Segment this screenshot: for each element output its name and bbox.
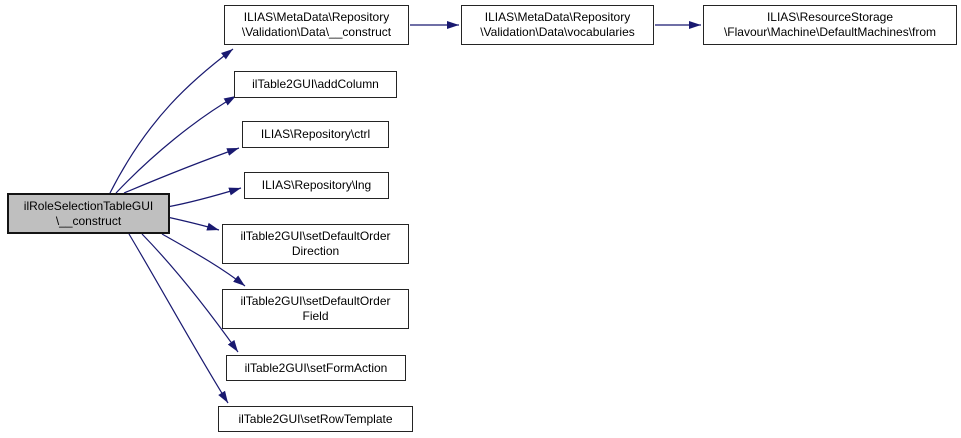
node-metadata-validation-data-vocabularies[interactable]: ILIAS\MetaData\Repository \Validation\Da… <box>461 5 654 45</box>
node-resource-storage-default-machines-from-label: ILIAS\ResourceStorage \Flavour\Machine\D… <box>723 10 937 39</box>
node-ilias-repository-lng-label: ILIAS\Repository\lng <box>261 178 372 192</box>
edge-main-ctrl <box>123 147 240 194</box>
node-iltable2gui-set-default-order-field-label: ilTable2GUI\setDefaultOrder Field <box>240 294 391 323</box>
node-resource-storage-default-machines-from[interactable]: ILIAS\ResourceStorage \Flavour\Machine\D… <box>703 5 957 45</box>
node-ilias-repository-ctrl[interactable]: ILIAS\Repository\ctrl <box>242 121 389 148</box>
node-metadata-validation-data-vocabularies-label: ILIAS\MetaData\Repository \Validation\Da… <box>480 10 635 39</box>
edge-main-add-column <box>115 95 237 194</box>
node-metadata-validation-data-construct[interactable]: ILIAS\MetaData\Repository \Validation\Da… <box>224 5 409 45</box>
node-ilias-repository-ctrl-label: ILIAS\Repository\ctrl <box>260 127 371 141</box>
node-iltable2gui-set-row-template-label: ilTable2GUI\setRowTemplate <box>238 411 393 426</box>
node-il-role-selection-table-gui-construct-label: ilRoleSelectionTableGUI \__construct <box>23 198 154 228</box>
node-il-role-selection-table-gui-construct: ilRoleSelectionTableGUI \__construct <box>7 193 170 234</box>
node-iltable2gui-set-form-action-label: ilTable2GUI\setFormAction <box>244 360 388 375</box>
node-iltable2gui-set-default-order-field[interactable]: ilTable2GUI\setDefaultOrder Field <box>222 289 409 329</box>
edge-main-set-row-template <box>128 233 229 404</box>
node-metadata-validation-data-construct-label: ILIAS\MetaData\Repository \Validation\Da… <box>241 10 392 39</box>
node-iltable2gui-set-default-order-direction[interactable]: ilTable2GUI\setDefaultOrder Direction <box>222 224 409 264</box>
edge-main-md-construct <box>109 48 234 194</box>
node-iltable2gui-add-column[interactable]: ilTable2GUI\addColumn <box>234 71 397 98</box>
edge-main-lng <box>166 187 242 208</box>
node-iltable2gui-set-row-template[interactable]: ilTable2GUI\setRowTemplate <box>218 406 413 432</box>
node-ilias-repository-lng[interactable]: ILIAS\Repository\lng <box>244 172 389 199</box>
node-iltable2gui-add-column-label: ilTable2GUI\addColumn <box>252 77 379 91</box>
node-iltable2gui-set-form-action[interactable]: ilTable2GUI\setFormAction <box>226 355 406 381</box>
node-iltable2gui-set-default-order-direction-label: ilTable2GUI\setDefaultOrder Direction <box>240 229 391 258</box>
edge-main-set-default-order-direction <box>166 216 220 231</box>
